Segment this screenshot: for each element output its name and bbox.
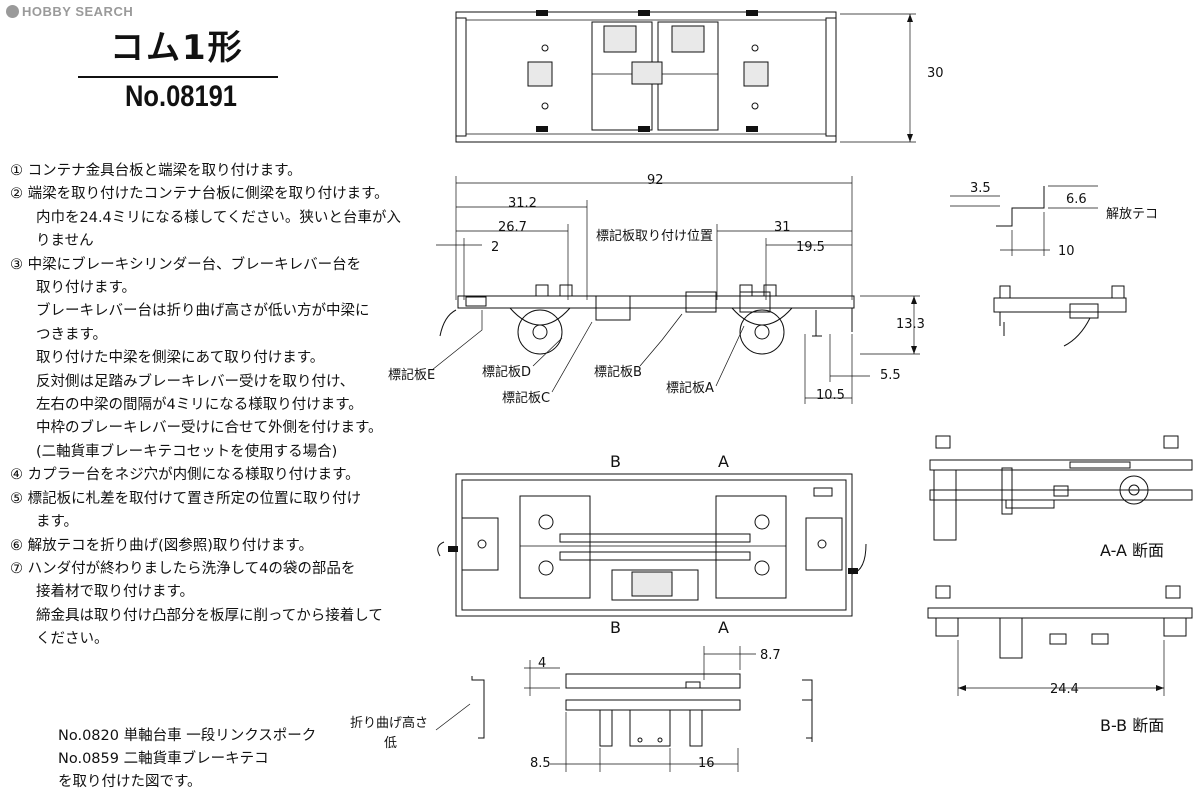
- instruction-line: ② 端梁を取り付けたコンテナ台板に側梁を取り付けます。: [10, 186, 389, 203]
- instruction-line: ④ カプラー台をネジ穴が内側になる様取り付けます。: [10, 467, 360, 484]
- instruction-line: ⑥ 解放テコを折り曲げ(図参照)取り付けます。: [10, 537, 313, 554]
- instruction-line: ⑦ ハンダ付が終わりましたら洗浄して4の袋の部品を: [10, 560, 356, 577]
- footer-note: No.0820 単軸台車 一段リンクスポーク No.0859 二軸貨車ブレーキテ…: [58, 725, 316, 794]
- instruction-line: ⑤ 標記板に札差を取付けて置き所定の位置に取り付け: [10, 490, 362, 507]
- dim-2: 2: [491, 240, 500, 255]
- dim-31-2: 31.2: [508, 196, 537, 211]
- instruction-line: (二軸貨車ブレーキテコセットを使用する場合): [36, 443, 338, 460]
- instruction-line: つきます。: [36, 326, 108, 343]
- section-mark-b-top: B: [610, 452, 621, 471]
- title-divider: [78, 76, 278, 78]
- instruction-line: ください。: [36, 631, 109, 648]
- dim-beam-8-5: 8.5: [530, 756, 551, 771]
- beam-detail: [435, 646, 813, 772]
- section-aa-label: A-A 断面: [1100, 541, 1165, 560]
- dim-10-5: 10.5: [816, 388, 845, 403]
- dim-5-5: 5.5: [880, 368, 901, 383]
- release-lever-detail: [950, 185, 1127, 347]
- dim-beam-8-7: 8.7: [760, 648, 781, 663]
- instruction-line: 接着材で取り付けます。: [36, 584, 195, 601]
- dim-31: 31: [774, 220, 791, 235]
- dim-section-24-4: 24.4: [1050, 682, 1079, 697]
- watermark: HOBBY SEARCH: [6, 4, 133, 19]
- footer-line: No.0820 単軸台車 一段リンクスポーク: [58, 728, 317, 744]
- section-bb: [927, 585, 1193, 696]
- instruction-line: 反対側は足踏みブレーキレバー受けを取り付け、: [36, 373, 355, 390]
- top-plan-view: [455, 10, 916, 143]
- dim-lever-6-6: 6.6: [1066, 192, 1087, 207]
- dim-13-3: 13.3: [896, 317, 925, 332]
- placard-a-label: 標記板A: [666, 381, 714, 396]
- section-mark-b-bottom: B: [610, 618, 621, 637]
- placard-b-label: 標記板B: [594, 365, 642, 380]
- section-bb-label: B-B 断面: [1100, 716, 1165, 735]
- dim-26-7: 26.7: [498, 220, 527, 235]
- model-number: No.08191: [125, 80, 237, 113]
- release-lever-label: 解放テコ: [1106, 207, 1159, 222]
- section-mark-a-top: A: [718, 452, 729, 471]
- placard-position-label: 標記板取り付け位置: [596, 229, 714, 244]
- placard-e-label: 標記板E: [388, 368, 436, 383]
- instruction-line: ます。: [36, 514, 79, 531]
- assembly-instructions: ① コンテナ金具台板と端梁を取り付けます。 ② 端梁を取り付けたコンテナ台板に側…: [10, 160, 401, 652]
- placard-d-label: 標記板D: [482, 365, 532, 380]
- page-title: コム1形: [110, 28, 244, 68]
- dim-lever-3-5: 3.5: [970, 181, 991, 196]
- instruction-line: りません: [36, 233, 94, 250]
- instruction-line: ③ 中梁にブレーキシリンダー台、ブレーキレバー台を: [10, 256, 362, 273]
- bend-low-label: 低: [384, 736, 398, 751]
- bend-height-label: 折り曲げ高さ: [350, 716, 429, 731]
- placard-c-label: 標記板C: [502, 391, 551, 406]
- hobby-search-logo-icon: [6, 5, 19, 18]
- side-view: [431, 176, 920, 404]
- footer-line: を取り付けた図です。: [58, 774, 202, 790]
- footer-line: No.0859 二軸貨車ブレーキテコ: [58, 751, 269, 767]
- dim-height-30: 30: [927, 66, 944, 81]
- instruction-line: 中枠のブレーキレバー受けに合せて外側を付けます。: [36, 420, 383, 437]
- dim-19-5: 19.5: [796, 240, 825, 255]
- dim-beam-16: 16: [698, 756, 715, 771]
- instruction-line: 左右の中梁の間隔が4ミリになる様取り付けます。: [36, 397, 363, 414]
- instruction-line: 内巾を24.4ミリになる様してください。狭いと台車が入: [36, 209, 401, 226]
- dim-beam-4: 4: [538, 656, 547, 671]
- instruction-line: 取り付けます。: [36, 280, 137, 297]
- bottom-plan-view: [437, 473, 867, 617]
- instruction-line: 取り付けた中梁を側梁にあて取り付けます。: [36, 350, 325, 367]
- instruction-line: 締金具は取り付け凸部分を板厚に削ってから接着して: [36, 607, 383, 624]
- section-mark-a-bottom: A: [718, 618, 729, 637]
- dim-lever-10: 10: [1058, 244, 1075, 259]
- instruction-line: ① コンテナ金具台板と端梁を取り付けます。: [10, 163, 302, 179]
- section-aa: [929, 435, 1193, 541]
- dim-overall-92: 92: [647, 173, 664, 188]
- instruction-line: ブレーキレバー台は折り曲げ高さが低い方が中梁に: [36, 303, 370, 320]
